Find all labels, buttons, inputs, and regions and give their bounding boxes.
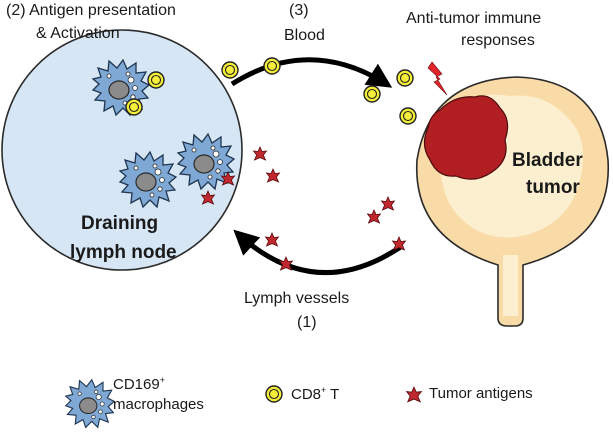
anti-tumor-label-line2: responses [461, 32, 535, 49]
cd8-t-cell-icon [147, 71, 165, 89]
lymph-node [1, 29, 243, 271]
cd8-t-cell-icon [399, 107, 417, 125]
lymph-vessels-label: Lymph vessels [244, 290, 350, 307]
draining-label-line2: lymph node [70, 242, 177, 263]
step1-label: (1) [297, 314, 317, 331]
antigen-group [253, 146, 406, 271]
legend-macrophage-label2: macrophages [113, 396, 204, 413]
tumor-antigen-icon [266, 168, 280, 183]
cd8-t-cell-icon [221, 61, 239, 79]
bladder-label-line1: Bladder [512, 150, 583, 171]
legend-macrophage-sup: + [159, 375, 165, 385]
cd8-t-cell-icon [265, 385, 283, 403]
tumor-antigen-icon [381, 196, 395, 211]
legend-tcell-name: CD8 [291, 386, 322, 403]
cd8-t-cell-icon [263, 57, 281, 75]
tumor-antigen-icon [265, 232, 279, 247]
tumor-antigen-icon [406, 386, 422, 403]
legend-tcell-label: CD8+ T [291, 385, 339, 403]
tumor-antigen-icon [367, 209, 381, 224]
bladder-label-line2: tumor [526, 177, 580, 198]
legend-tcell-suffix: T [326, 386, 340, 403]
macrophage-icon [65, 379, 115, 428]
t-cell-group [221, 57, 417, 125]
blood-arrow [230, 57, 393, 88]
legend-tcell-sup: + [321, 385, 327, 395]
blood-label: Blood [284, 27, 325, 44]
anti-tumor-label-line1: Anti-tumor immune [406, 10, 542, 27]
tumor-antigen-icon [279, 256, 293, 271]
cd8-t-cell-icon [125, 98, 143, 116]
step3-label: (3) [289, 2, 309, 19]
legend-macrophage-label: CD169+ [113, 375, 165, 393]
bladder [415, 76, 610, 327]
legend-antigen-label: Tumor antigens [429, 385, 533, 402]
lightning-bolt-icon [427, 61, 448, 96]
lymph-vessel-arrow [233, 229, 404, 276]
cd8-t-cell-icon [363, 85, 381, 103]
legend-macrophage-name: CD169 [113, 376, 160, 393]
tumor-antigen-icon [253, 146, 267, 161]
activation-label: & Activation [36, 25, 120, 42]
antigen-presentation-label: (2) Antigen presentation [6, 2, 176, 19]
draining-label-line1: Draining [81, 213, 159, 234]
cd8-t-cell-icon [396, 69, 414, 87]
